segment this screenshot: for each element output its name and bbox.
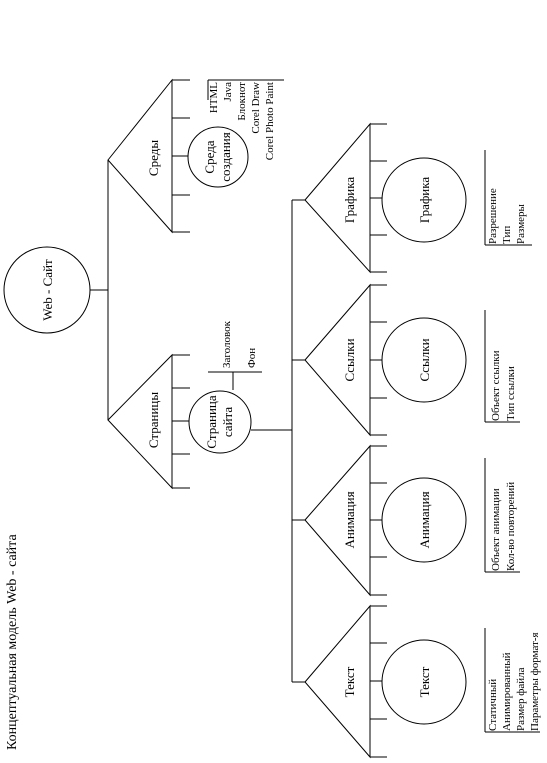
grafika-node-circle — [381, 157, 467, 243]
stranitsy-node-line1: Страница — [204, 395, 219, 448]
tekst-item-3: Параметры формат-я — [529, 632, 541, 731]
grafika-bracket — [484, 150, 532, 246]
animatsiya-label: Анимация — [342, 491, 357, 548]
ssylki-label: Ссылки — [342, 338, 357, 381]
ssylki-node-label: Ссылки — [417, 338, 432, 381]
sredy-node-line2: создания — [218, 132, 233, 181]
sredy-triangle — [107, 78, 173, 234]
diagram-title: Концептуальная модель Web - сайта — [5, 534, 20, 750]
ssylki-bracket — [484, 310, 520, 423]
ssylki-item-1: Тип ссылки — [505, 366, 517, 421]
ssylki-triangle — [304, 283, 371, 437]
branch-sredy: Среды Среда создания HTML Java Блокнот C… — [107, 78, 284, 234]
grafika-item-2: Размеры — [515, 203, 527, 244]
tekst-label: Текст — [342, 666, 357, 697]
sredy-item-4: Corel Photo Paint — [264, 82, 276, 160]
animatsiya-item-0: Объект анимации — [490, 488, 502, 571]
sredy-item-0: HTML — [208, 82, 220, 113]
stranitsy-node-line2: сайта — [220, 407, 235, 437]
stranitsy-item-0: Заголовок — [221, 320, 233, 368]
ssylki-item-0: Объект ссылки — [490, 350, 502, 421]
branch-animatsiya: Анимация Анимация Объект анимации Кол-во… — [304, 444, 520, 597]
branch-stranitsy: Страницы Страница сайта Заголовок Фон — [107, 320, 292, 490]
sredy-item-1: Java — [222, 82, 234, 102]
root-connectors — [90, 160, 109, 420]
stranitsy-item-1: Фон — [246, 348, 258, 368]
sredy-label: Среды — [146, 140, 161, 176]
sredy-node-line1: Среда — [202, 140, 217, 173]
branch-tekst: Текст Текст Статичный Анимированный Разм… — [304, 604, 541, 759]
sredy-item-3: Corel Draw — [250, 82, 262, 134]
tekst-item-0: Статичный — [487, 679, 499, 731]
grafika-node-label: Графика — [417, 177, 432, 223]
content-trunk — [291, 199, 305, 683]
animatsiya-node-circle — [381, 477, 467, 563]
grafika-item-0: Разрешение — [487, 188, 499, 244]
grafika-item-1: Тип — [501, 226, 513, 244]
stranitsy-triangle — [107, 353, 173, 490]
sredy-item-2: Блокнот — [236, 82, 248, 121]
grafika-triangle — [304, 122, 371, 274]
tekst-bracket — [484, 628, 540, 733]
tekst-item-2: Размер файла — [515, 667, 527, 731]
sredy-bracket — [207, 79, 284, 100]
stranitsy-node-circle — [188, 390, 252, 454]
stranitsy-label: Страницы — [146, 392, 161, 448]
stranitsy-bracket — [208, 371, 262, 390]
tekst-triangle — [304, 604, 371, 759]
tekst-node-circle — [381, 639, 467, 725]
tekst-node-label: Текст — [417, 666, 432, 697]
root-node-label: Web - Сайт — [40, 259, 55, 321]
tekst-item-1: Анимированный — [501, 652, 513, 731]
branch-grafika: Графика Графика Разрешение Тип Размеры — [304, 122, 532, 274]
ssylki-node-circle — [381, 317, 467, 403]
animatsiya-triangle — [304, 444, 371, 597]
sredy-node-circle — [187, 126, 249, 188]
animatsiya-bracket — [484, 458, 520, 573]
branch-ssylki: Ссылки Ссылки Объект ссылки Тип ссылки — [304, 283, 520, 437]
animatsiya-node-label: Анимация — [417, 491, 432, 548]
animatsiya-item-1: Кол-во повторений — [505, 482, 517, 571]
grafika-label: Графика — [342, 177, 357, 223]
